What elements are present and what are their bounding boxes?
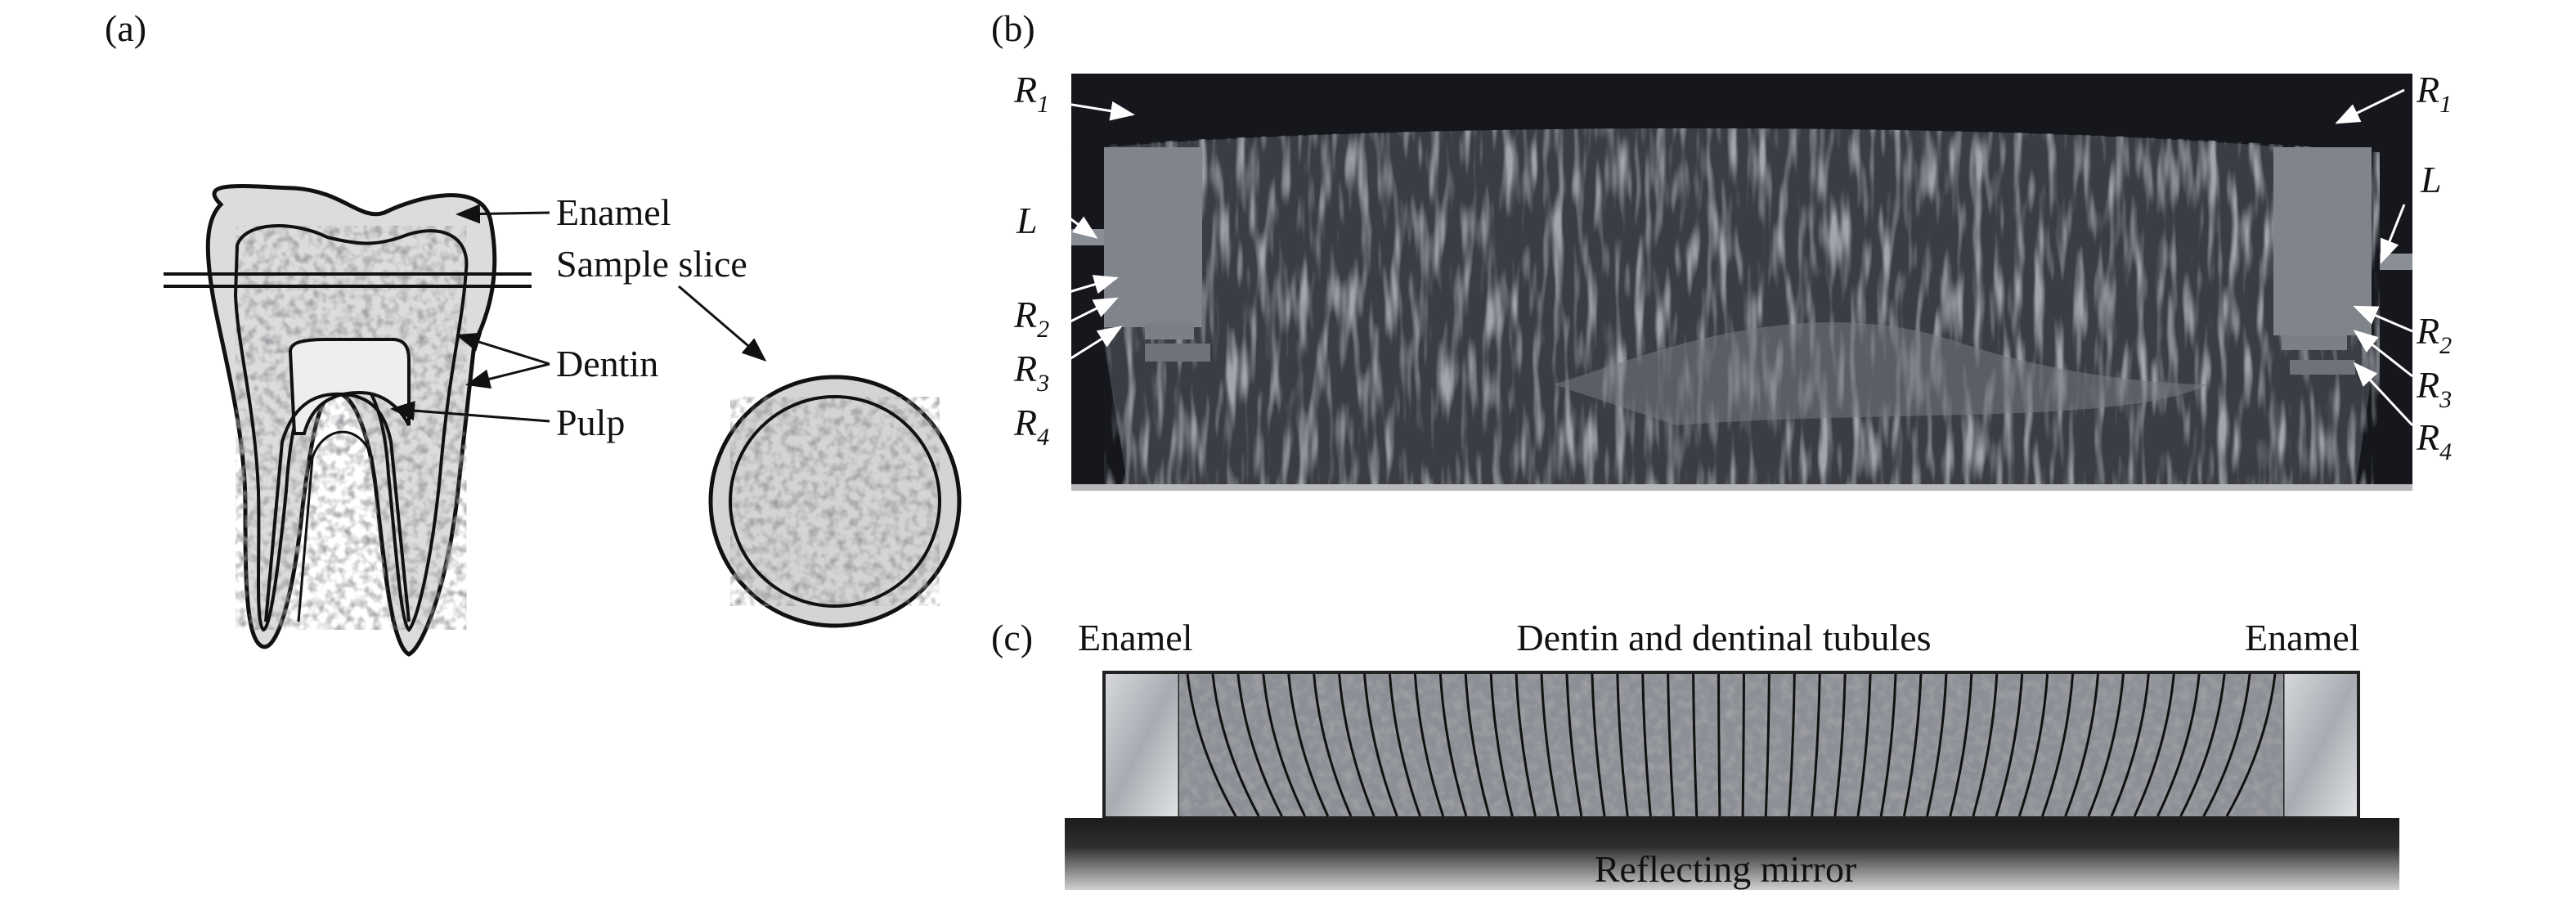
tubule-line: [2041, 673, 2075, 817]
tubule-line: [1211, 673, 1260, 817]
tubule-line: [2225, 673, 2277, 817]
tubule-line: [1489, 673, 1514, 817]
tubule-line: [1313, 673, 1353, 817]
enamel-block-left: [1102, 671, 1181, 820]
marker-l-left: L: [1016, 200, 1038, 241]
tubule-line: [1236, 673, 1283, 817]
tubule-line: [1413, 673, 1445, 817]
tubule-line: [1833, 673, 1847, 817]
tubule-line: [2017, 673, 2049, 817]
tubule-line: [1692, 673, 1699, 817]
tubule-line: [1667, 673, 1676, 817]
label-sample-slice: Sample slice: [556, 243, 747, 285]
tubule-line: [1388, 673, 1421, 817]
tubule-line: [1741, 673, 1745, 817]
tubule-line: [1565, 673, 1583, 817]
tubule-line: [2179, 673, 2226, 817]
marker-r1-right: R1: [2416, 69, 2452, 118]
tubule-line: [1972, 673, 1999, 817]
tubule-line: [1764, 673, 1770, 817]
tubule-line: [2133, 673, 2175, 817]
tubule-line: [1717, 673, 1721, 817]
panel-c: (c) Enamel Dentin and dentinal tubules E…: [991, 617, 2399, 890]
marker-r3-left: R3: [1013, 348, 1049, 397]
marker-r1-left: R1: [1013, 69, 1049, 118]
panel-a: (a) Enamel Sample slice Dentin Pulp: [105, 7, 962, 657]
tubule-line: [2202, 673, 2251, 817]
label-enamel-left: Enamel: [1078, 617, 1193, 658]
dentinal-tubules: [1186, 673, 2277, 817]
oct-enamel-left: [1104, 147, 1202, 327]
label-enamel-right: Enamel: [2245, 617, 2360, 658]
tubule-line: [1811, 673, 1821, 817]
tooth-pulp: [288, 338, 411, 435]
tubule-line: [1856, 673, 1872, 817]
oct-image: [1071, 74, 2412, 491]
tubule-line: [1902, 673, 1923, 817]
mirror: [1065, 818, 2399, 890]
label-enamel: Enamel: [556, 191, 671, 233]
marker-r4-right: R4: [2416, 416, 2452, 465]
tubule-line: [2087, 673, 2125, 817]
enamel-block-right: [2282, 671, 2360, 820]
panel-c-label: (c): [991, 617, 1033, 658]
tubule-line: [1641, 673, 1652, 817]
tubule-line: [2156, 673, 2201, 817]
tubule-line: [1338, 673, 1376, 817]
tubule-line: [1591, 673, 1606, 817]
oct-bright-band: [1554, 321, 2208, 425]
tubule-line: [1616, 673, 1629, 817]
label-reflecting-mirror: Reflecting mirror: [1595, 848, 1857, 890]
annotation-arrows: [390, 204, 767, 423]
tooth-diagram: [164, 184, 532, 657]
tubule-line: [1438, 673, 1468, 817]
tubule-line: [1540, 673, 1560, 817]
tubule-line: [1515, 673, 1537, 817]
marker-r2-left: R2: [1013, 294, 1049, 343]
marker-r4-left: R4: [1013, 402, 1049, 451]
tubule-line: [1186, 673, 1237, 817]
marker-l-right: L: [2420, 159, 2442, 200]
tubule-line: [1464, 673, 1491, 817]
label-dentin: Dentin: [556, 343, 658, 384]
label-dentin-tubules: Dentin and dentinal tubules: [1516, 617, 1931, 658]
tubule-line: [1926, 673, 1948, 817]
tubule-line: [2110, 673, 2150, 817]
oct-enamel-right: [2273, 147, 2372, 335]
panel-b-label: (b): [991, 7, 1035, 49]
panel-b: (b): [976, 7, 2452, 491]
tubule-line: [1995, 673, 2024, 817]
oct-pointer-arrows: [976, 88, 2414, 427]
tubule-line: [1949, 673, 1973, 817]
label-pulp: Pulp: [556, 402, 625, 443]
tubule-line: [2064, 673, 2099, 817]
marker-r2-right: R2: [2416, 310, 2452, 359]
tubule-line: [1787, 673, 1796, 817]
tubule-line: [1363, 673, 1398, 817]
sample-slice-disc: [708, 375, 962, 628]
panel-a-label: (a): [105, 7, 146, 49]
marker-r3-right: R3: [2416, 364, 2452, 413]
tubule-line: [1262, 673, 1306, 817]
tubule-line: [1287, 673, 1330, 817]
tubule-line: [1879, 673, 1897, 817]
